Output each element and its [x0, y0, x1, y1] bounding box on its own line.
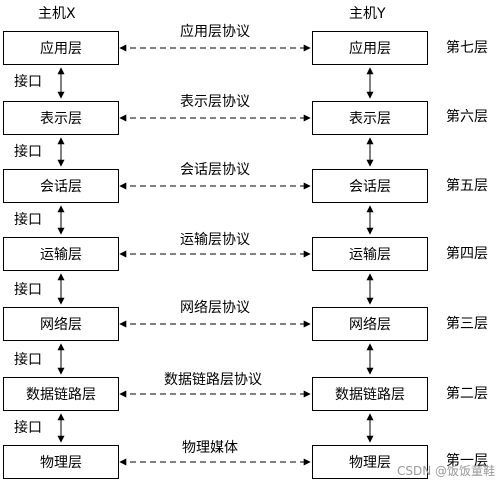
interface-label-5-4: 接口: [14, 212, 42, 228]
host-x-layer-data-link: 数据链路层: [3, 377, 119, 411]
host-x-layer-presentation: 表示层: [3, 101, 119, 135]
protocol-label-3: 网络层协议: [180, 300, 250, 316]
host-y-layer-transport: 运输层: [312, 237, 428, 271]
layer-ordinal-5: 第五层: [446, 178, 488, 194]
layer-ordinal-3: 第三层: [446, 316, 488, 332]
host-y-title: 主机Y: [349, 6, 386, 22]
host-x-layer-transport: 运输层: [3, 237, 119, 271]
host-y-layer-application: 应用层: [312, 31, 428, 65]
interface-label-6-5: 接口: [14, 144, 42, 160]
layer-ordinal-2: 第二层: [446, 386, 488, 402]
watermark: CSDN @饭饭童鞋: [396, 464, 495, 478]
interface-label-4-3: 接口: [14, 282, 42, 298]
layer-ordinal-7: 第七层: [446, 40, 488, 56]
interface-label-3-2: 接口: [14, 352, 42, 368]
host-x-layer-application: 应用层: [3, 31, 119, 65]
protocol-label-7: 应用层协议: [180, 24, 250, 40]
layer-ordinal-6: 第六层: [446, 109, 488, 125]
layer-ordinal-1: 第一层: [446, 453, 488, 469]
host-y-layer-presentation: 表示层: [312, 101, 428, 135]
host-y-layer-network: 网络层: [312, 307, 428, 341]
host-y-layer-session: 会话层: [312, 169, 428, 203]
interface-label-7-6: 接口: [14, 74, 42, 90]
interface-label-2-1: 接口: [14, 420, 42, 436]
layer-ordinal-4: 第四层: [446, 246, 488, 262]
protocol-label-1: 物理媒体: [182, 440, 238, 456]
host-y-layer-physical: 物理层: [312, 445, 428, 479]
protocol-label-4: 运输层协议: [180, 232, 250, 248]
protocol-label-2: 数据链路层协议: [164, 372, 262, 388]
host-x-title: 主机X: [38, 6, 76, 22]
host-x-layer-network: 网络层: [3, 307, 119, 341]
host-y-layer-data-link: 数据链路层: [312, 377, 428, 411]
host-x-layer-physical: 物理层: [3, 445, 119, 479]
protocol-label-5: 会话层协议: [180, 162, 250, 178]
protocol-label-6: 表示层协议: [180, 94, 250, 110]
host-x-layer-session: 会话层: [3, 169, 119, 203]
